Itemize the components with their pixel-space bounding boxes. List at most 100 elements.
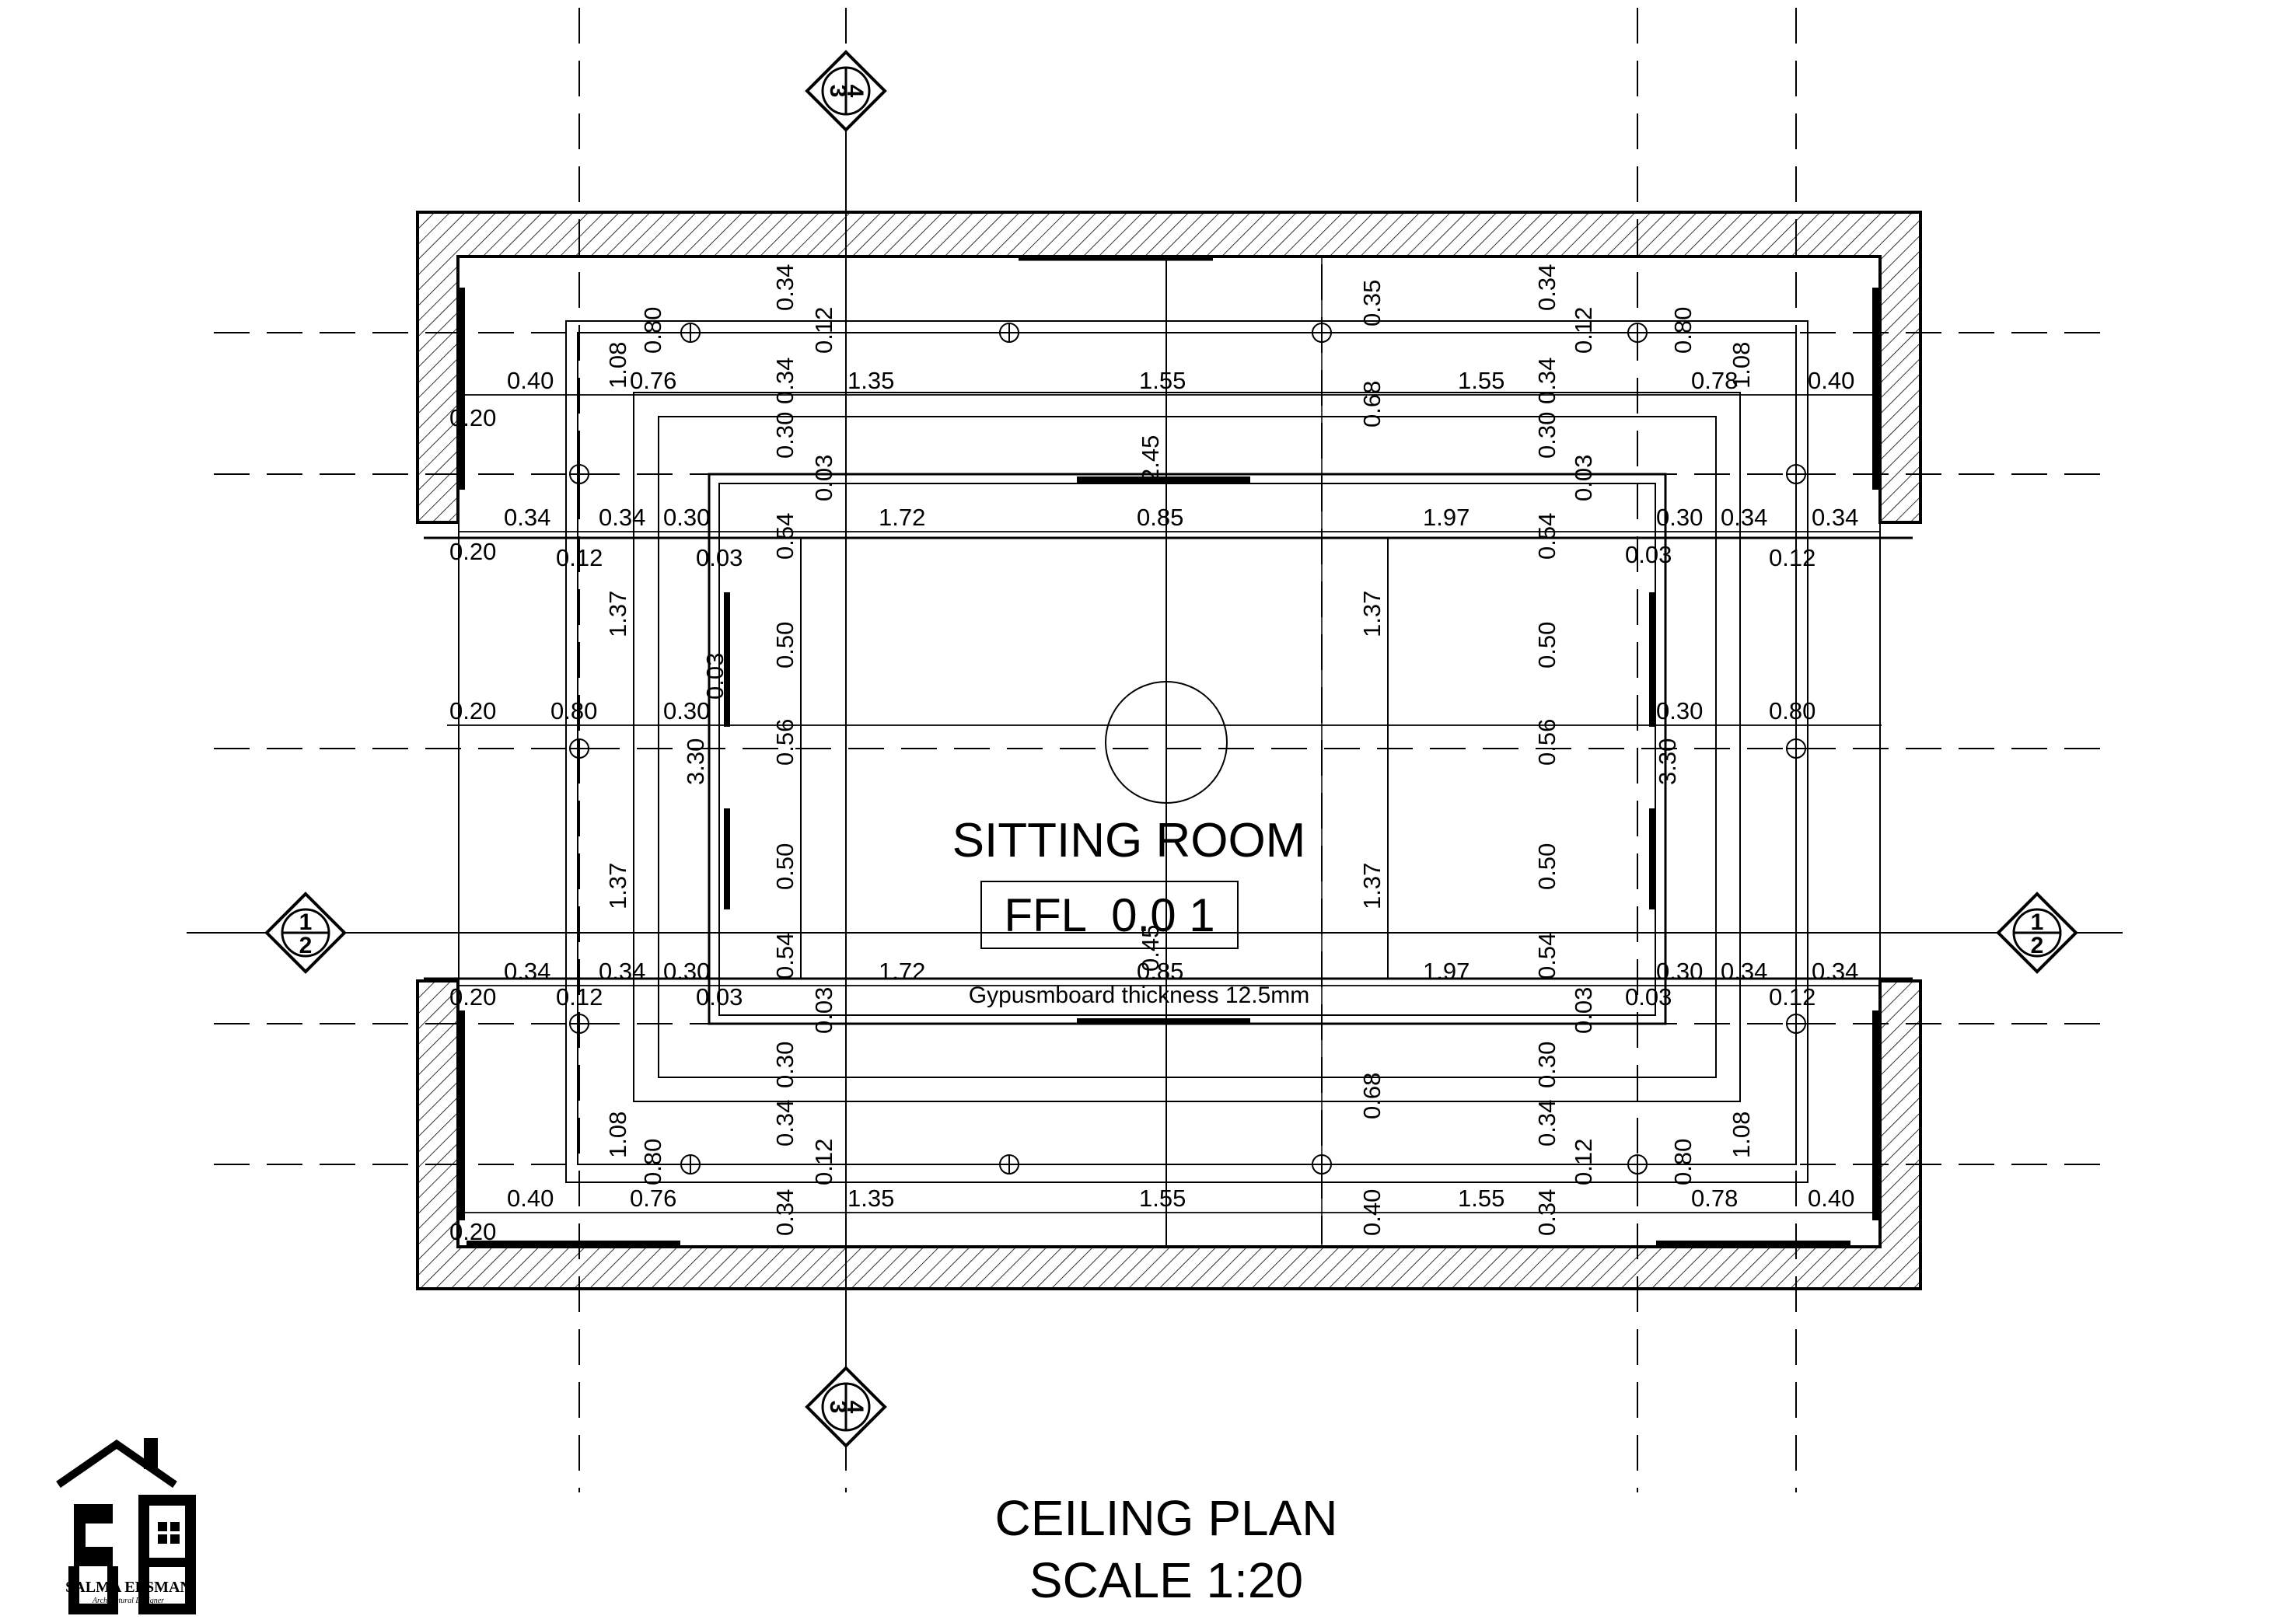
dim-label: 1.37 — [604, 863, 631, 909]
dim-label: 0.03 — [1625, 541, 1672, 568]
dim-label: 0.40 — [1808, 367, 1854, 394]
dim-label: 1.55 — [1139, 367, 1186, 394]
dim-label: 0.03 — [1570, 987, 1597, 1034]
dim-label: 0.68 — [1358, 1073, 1386, 1119]
chandelier-circle — [1105, 681, 1228, 804]
dim-label: 0.34 — [1533, 358, 1560, 404]
section-axes — [187, 117, 2123, 1446]
dim-label: 1.08 — [1728, 342, 1755, 389]
cove-light-strips — [459, 257, 1878, 1247]
dim-label: 0.34 — [771, 264, 799, 311]
dim-label: 0.12 — [1769, 544, 1815, 571]
dim-label: 0.03 — [701, 653, 729, 700]
dim-label: 1.55 — [1139, 1185, 1186, 1212]
dim-label: 1.72 — [879, 958, 925, 985]
drawing-scale: SCALE 1:20 — [1029, 1552, 1303, 1608]
dim-label: 0.40 — [507, 367, 554, 394]
dim-label: 0.20 — [449, 1218, 496, 1245]
dim-label: 0.12 — [556, 983, 603, 1010]
dim-label: 1.08 — [604, 342, 631, 389]
dim-label: 0.30 — [663, 504, 710, 531]
dim-label: 0.03 — [1625, 983, 1672, 1010]
section-marker-bottom: 3 4 — [805, 1366, 887, 1448]
dim-label: 0.30 — [1656, 504, 1703, 531]
dim-label: 0.50 — [771, 622, 799, 668]
dim-label: 0.12 — [810, 1139, 837, 1185]
dim-label: 0.34 — [771, 358, 799, 404]
dim-label: 0.12 — [1570, 307, 1597, 354]
dim-label: 0.76 — [630, 1185, 676, 1212]
gypsum-note: Gypusmboard thickness 12.5mm — [969, 983, 1310, 1008]
dim-label: 1.37 — [604, 591, 631, 637]
marker-number: 2 — [2031, 933, 2044, 958]
level-box — [980, 881, 1239, 949]
dim-label: 0.78 — [1691, 367, 1738, 394]
dim-label: 0.12 — [810, 307, 837, 354]
dim-label: 0.20 — [449, 983, 496, 1010]
dim-label: 0.68 — [1358, 381, 1386, 428]
dim-label: 0.56 — [771, 719, 799, 766]
dim-label: 0.34 — [1533, 1189, 1560, 1236]
dim-label: 0.85 — [1137, 958, 1183, 985]
dim-label: 0.34 — [1533, 264, 1560, 311]
dimension-labels: 0.40 0.76 1.35 1.55 1.55 0.78 0.40 0.34 … — [449, 367, 1858, 1245]
dim-label: 0.35 — [1358, 280, 1386, 326]
dim-label: 0.30 — [1656, 697, 1703, 724]
dim-label: 0.40 — [1808, 1185, 1854, 1212]
dim-label: 1.97 — [1423, 958, 1470, 985]
dim-label: 0.50 — [1533, 622, 1560, 668]
section-marker-top: 3 4 — [805, 50, 887, 132]
dim-label: 0.20 — [449, 538, 496, 565]
dim-label: 0.85 — [1137, 504, 1183, 531]
brand-logo: SALMA ELSMAN Architectural Designer — [56, 1438, 196, 1614]
dim-label: 3.30 — [1654, 738, 1681, 785]
dim-label: 0.30 — [771, 1042, 799, 1088]
marker-number: 3 — [825, 1401, 851, 1414]
dim-label: 0.20 — [449, 404, 496, 431]
dim-label: 0.34 — [504, 504, 550, 531]
marker-number: 3 — [825, 85, 851, 98]
dim-label: 1.37 — [1358, 863, 1386, 909]
dim-label: 0.34 — [1533, 1100, 1560, 1147]
dim-label: 0.80 — [639, 307, 666, 354]
marker-number: 4 — [842, 85, 868, 98]
dim-label: 0.40 — [1358, 1189, 1386, 1236]
dim-label: 1.35 — [847, 1185, 894, 1212]
drawing-title: CEILING PLAN — [994, 1490, 1337, 1546]
dim-label: 0.30 — [663, 958, 710, 985]
dim-label: 0.50 — [771, 843, 799, 890]
dim-label: 0.03 — [1570, 455, 1597, 501]
dim-label: 0.34 — [504, 958, 550, 985]
dim-label: 0.76 — [630, 367, 676, 394]
brand-name: SALMA ELSMAN — [65, 1579, 191, 1596]
dim-label: 0.34 — [599, 958, 645, 985]
dim-label: 0.34 — [1812, 958, 1858, 985]
dim-label: 0.50 — [1533, 843, 1560, 890]
dim-label: 0.30 — [1656, 958, 1703, 985]
dim-label: 1.08 — [604, 1112, 631, 1158]
marker-number: 2 — [299, 933, 313, 958]
dim-label: 0.12 — [556, 544, 603, 571]
dim-label: 0.30 — [771, 412, 799, 459]
dim-label: 1.97 — [1423, 504, 1470, 531]
dim-label: 1.35 — [847, 367, 894, 394]
dim-label: 1.37 — [1358, 591, 1386, 637]
dim-label: 0.34 — [1721, 504, 1767, 531]
ceiling-outlines — [424, 256, 1913, 1248]
dim-label: 0.54 — [1533, 513, 1560, 560]
dim-label: 0.03 — [696, 983, 743, 1010]
dim-label: 1.55 — [1458, 367, 1504, 394]
dim-label: 1.08 — [1728, 1112, 1755, 1158]
dim-label: 0.30 — [1533, 412, 1560, 459]
dim-label: 0.30 — [1533, 1042, 1560, 1088]
dim-label: 0.34 — [771, 1100, 799, 1147]
dim-label: 0.34 — [1721, 958, 1767, 985]
dim-label: 0.03 — [810, 455, 837, 501]
dim-label: 0.56 — [1533, 719, 1560, 766]
dim-label: 0.80 — [550, 697, 597, 724]
dim-label: 0.54 — [771, 513, 799, 560]
dim-label: 0.54 — [1533, 933, 1560, 979]
marker-number: 1 — [299, 909, 313, 935]
dim-label: 1.72 — [879, 504, 925, 531]
